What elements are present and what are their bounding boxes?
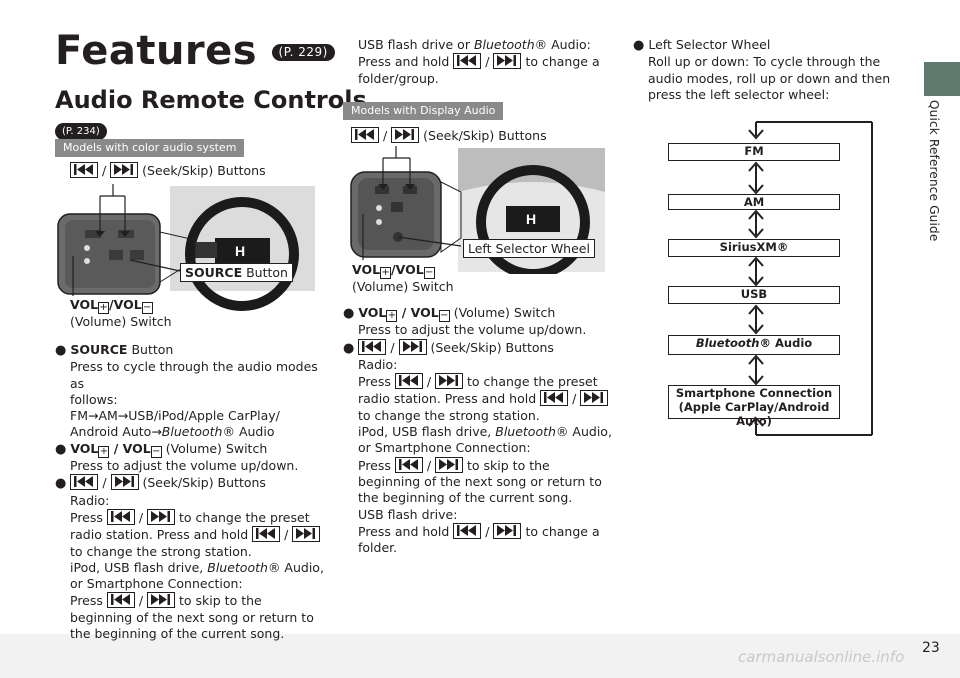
next-icon [493, 522, 522, 539]
model-tag-color-audio: Models with color audio system [55, 139, 245, 157]
next-icon [398, 338, 427, 355]
next-icon [493, 53, 522, 70]
bullet-seek: ● / (Seek/Skip) Buttons Radio: Press / t… [343, 338, 612, 556]
svg-text:H: H [526, 211, 536, 227]
vol-switch-label-2: VOL+/VOL− (Volume) Switch [352, 262, 454, 294]
prev-icon [252, 526, 281, 543]
next-icon [110, 162, 139, 178]
bullet-volume: ●VOL+ / VOL− (Volume) Switch Press to ad… [343, 305, 587, 338]
section-ref: (P. 234) [55, 119, 107, 140]
svg-text:H: H [235, 243, 245, 259]
prev-icon [394, 456, 423, 473]
mode-fm: FM [668, 143, 840, 161]
prev-icon [358, 338, 387, 355]
model-tag-display-audio: Models with Display Audio [343, 102, 504, 120]
col2-usb-intro: USB flash drive or Bluetooth® Audio: Pre… [358, 37, 600, 86]
prev-icon [106, 592, 135, 609]
page-ref-link[interactable]: (P. 229) [271, 44, 335, 61]
prev-icon [351, 127, 379, 143]
prev-icon [106, 508, 135, 525]
bullet-source: ●SOURCE Button Press to cycle through th… [55, 342, 318, 440]
col1-bullet-list: ●SOURCE Button Press to cycle through th… [55, 342, 325, 642]
left-selector-wheel-callout: Left Selector Wheel [463, 239, 595, 258]
next-icon [110, 474, 139, 491]
prev-icon [70, 474, 99, 491]
source-button-callout: SOURCE Button [180, 263, 293, 282]
page-title-text: Features [55, 28, 258, 74]
seek-caption-1: / (Seek/Skip) Buttons [70, 162, 266, 179]
next-icon [147, 592, 176, 609]
mode-smartphone-connection: Smartphone Connection (Apple CarPlay/And… [668, 385, 840, 428]
page-title: Features (P. 229) [55, 28, 335, 74]
col3-left-selector-wheel: ●Left Selector Wheel Roll up or down: To… [633, 37, 891, 102]
next-icon [435, 373, 464, 390]
prev-icon [453, 522, 482, 539]
side-section-title: Quick Reference Guide [927, 100, 941, 242]
bullet-volume: ●VOL+ / VOL− (Volume) Switch Press to ad… [55, 440, 299, 474]
next-icon [435, 456, 464, 473]
prev-icon [70, 162, 98, 178]
next-icon [391, 127, 420, 143]
page-number: 23 [922, 640, 940, 656]
prev-icon [540, 390, 569, 407]
mode-bluetooth-audio: Bluetooth® Audio [668, 335, 840, 355]
section-ref-link[interactable]: (P. 234) [55, 123, 107, 140]
mode-am: AM [668, 194, 840, 210]
prev-icon [453, 53, 482, 70]
next-icon [292, 526, 321, 543]
mode-usb: USB [668, 286, 840, 304]
col2-bullet-list: ●VOL+ / VOL− (Volume) Switch Press to ad… [343, 305, 618, 556]
steering-wheel-diagram-1: H [57, 184, 315, 311]
seek-caption-2: / (Seek/Skip) Buttons [351, 127, 547, 144]
section-tab-marker [924, 62, 960, 96]
bullet-seek: ● / (Seek/Skip) Buttons Radio: Press / t… [55, 474, 324, 642]
next-icon [580, 390, 609, 407]
next-icon [147, 508, 176, 525]
vol-switch-label-1: VOL+/VOL− (Volume) Switch [70, 297, 172, 329]
page-footer-band [0, 634, 960, 678]
mode-siriusxm: SiriusXM® [668, 239, 840, 257]
prev-icon [394, 373, 423, 390]
section-title: Audio Remote Controls [55, 86, 367, 114]
watermark-text: carmanualsonline.info [738, 648, 905, 666]
